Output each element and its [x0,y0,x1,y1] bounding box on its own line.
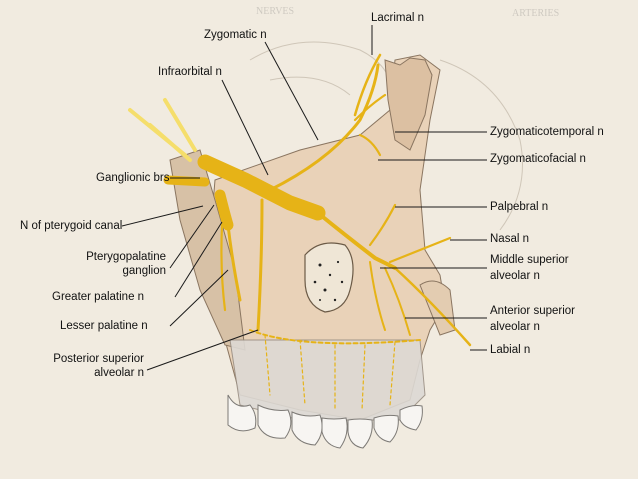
posterior-sup-alveolar [256,198,264,332]
label-pterygoid-canal: N of pterygoid canal [20,220,123,232]
leader-greater-palatine [174,221,223,298]
lesser-palatine [220,223,227,312]
leader-posterior-sup [146,329,259,371]
maxillary-sinus [304,242,354,313]
tooth [347,418,373,449]
leader-lines [121,25,487,371]
greater-palatine [226,223,242,302]
bg-text-arteries: ARTERIES [512,8,560,19]
label-ganglionic: Ganglionic brs [96,172,170,184]
zygomatic-nerve [268,63,380,192]
frontal-process [384,57,433,151]
leader-pterygoid [121,205,204,227]
maxillary-trunk [197,154,326,221]
label-middle-sup-2: alveolar n [490,270,540,282]
label-pterygopalatine-2: ganglion [122,265,166,277]
nasal-branch [388,236,452,264]
label-lacrimal: Lacrimal n [371,12,425,24]
label-infraorbital: Infraorbital n [158,66,222,78]
label-anterior-sup-2: alveolar n [490,321,540,333]
label-posterior-sup-1: Posterior superior [53,353,144,365]
teeth-row [227,394,423,449]
palpebral-branch [368,203,397,247]
zygomaticofacial-branch [358,133,382,157]
leader-lesser-palatine [169,269,229,327]
tooth-branch [361,344,366,411]
nerve-tree [128,53,472,411]
ganglion [214,189,234,231]
label-lesser-palatine: Lesser palatine n [60,320,148,332]
leader-zygomatic [264,41,319,141]
labial-branch [393,266,472,347]
anterior-sup-alveolar [384,267,411,336]
fan-cluster [128,98,197,162]
label-anterior-sup-1: Anterior superior [490,305,576,317]
sinus-speckle [313,260,344,302]
label-posterior-sup-2: alveolar n [94,367,144,379]
dental-plexus [249,329,421,345]
label-zygomatic: Zygomatic n [204,29,267,41]
leader-infraorbital [221,79,269,176]
label-greater-palatine: Greater palatine n [52,291,145,303]
label-zygomaticotemporal: Zygomaticotemporal n [490,126,604,138]
leader-pterygopalatine [169,204,215,269]
tooth [399,405,423,431]
infraorbital-continuation [316,211,397,270]
bg-text-nerves: NERVES [256,6,295,17]
middle-sup-alveolar [369,261,386,331]
ganglionic-branch-stub [163,175,210,187]
tooth [321,417,348,449]
label-zygomaticofacial: Zygomaticofacial n [490,153,586,165]
label-pterygopalatine-1: Pterygopalatine [86,251,166,263]
label-middle-sup-1: Middle superior [490,254,569,266]
tooth-branch [264,334,271,396]
tooth [227,394,257,432]
label-nasal: Nasal n [490,233,529,245]
lacrimal-branch [353,53,382,117]
tooth [291,411,323,446]
tooth [257,404,292,439]
tooth [373,414,399,443]
tooth-branch [299,339,306,406]
tooth-branch [389,341,396,406]
zygomaticotemporal-branch [353,93,387,122]
label-palpebral: Palpebral n [490,201,549,213]
label-labial: Labial n [490,344,531,356]
